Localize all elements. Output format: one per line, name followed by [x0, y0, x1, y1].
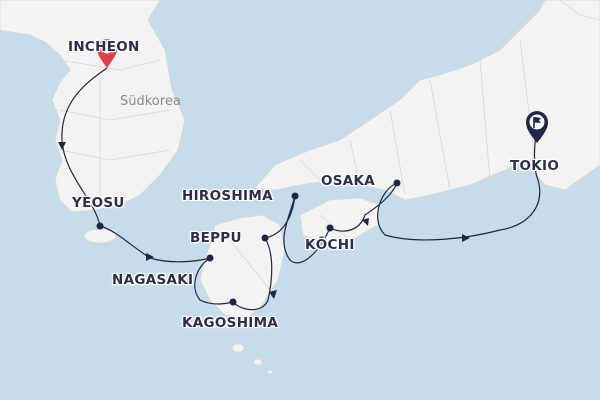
border-line [59, 59, 161, 71]
port-dot-beppu[interactable] [261, 234, 269, 242]
port-label-osaka[interactable]: OSAKA [321, 173, 376, 189]
border-line [429, 79, 451, 191]
route-arrow-icon [269, 290, 277, 299]
border-line [299, 159, 321, 181]
port-dot-hiroshima[interactable] [291, 192, 299, 200]
border-line [519, 39, 536, 161]
island-south-1 [231, 343, 245, 353]
korea-landmass [0, 0, 186, 213]
port-dot-kochi[interactable] [326, 224, 334, 232]
route-arrow-icon [462, 234, 470, 242]
border-line [389, 109, 406, 196]
border-line [59, 109, 171, 121]
shikoku-landmass [299, 197, 381, 251]
port-label-beppu[interactable]: BEPPU [190, 230, 242, 246]
island-south-2 [253, 358, 263, 366]
route-arrow-icon [58, 142, 66, 150]
border-line [229, 239, 271, 291]
port-label-nagasaki[interactable]: NAGASAKI [112, 272, 194, 288]
port-dot-yeosu[interactable] [96, 222, 104, 230]
port-label-tokio[interactable]: TOKIO [510, 158, 560, 174]
route-arrow-icon [362, 218, 369, 226]
border-line [59, 149, 171, 161]
port-dot-kagoshima[interactable] [229, 298, 237, 306]
hokkaido-landmass [559, 0, 600, 21]
honshu-landmass [254, 0, 600, 201]
border-line [349, 139, 361, 186]
port-label-kagoshima[interactable]: KAGOSHIMA [182, 315, 279, 331]
port-label-yeosu[interactable]: YEOSU [72, 195, 125, 211]
border-line [479, 59, 491, 181]
port-dot-nagasaki[interactable] [206, 254, 214, 262]
port-dot-osaka[interactable] [393, 179, 401, 187]
flag-pin-icon[interactable] [526, 111, 548, 143]
region-label: Südkorea [120, 94, 181, 109]
port-label-incheon[interactable]: INCHEON [68, 39, 140, 55]
location-pin-icon[interactable] [97, 39, 117, 68]
border-line [319, 214, 351, 241]
route-arrow-icon [146, 253, 154, 261]
port-label-kochi[interactable]: KŌCHI [305, 237, 355, 253]
port-label-hiroshima[interactable]: HIROSHIMA [182, 188, 273, 204]
cruise-route-line [61, 67, 541, 311]
island-south-3 [266, 369, 274, 375]
